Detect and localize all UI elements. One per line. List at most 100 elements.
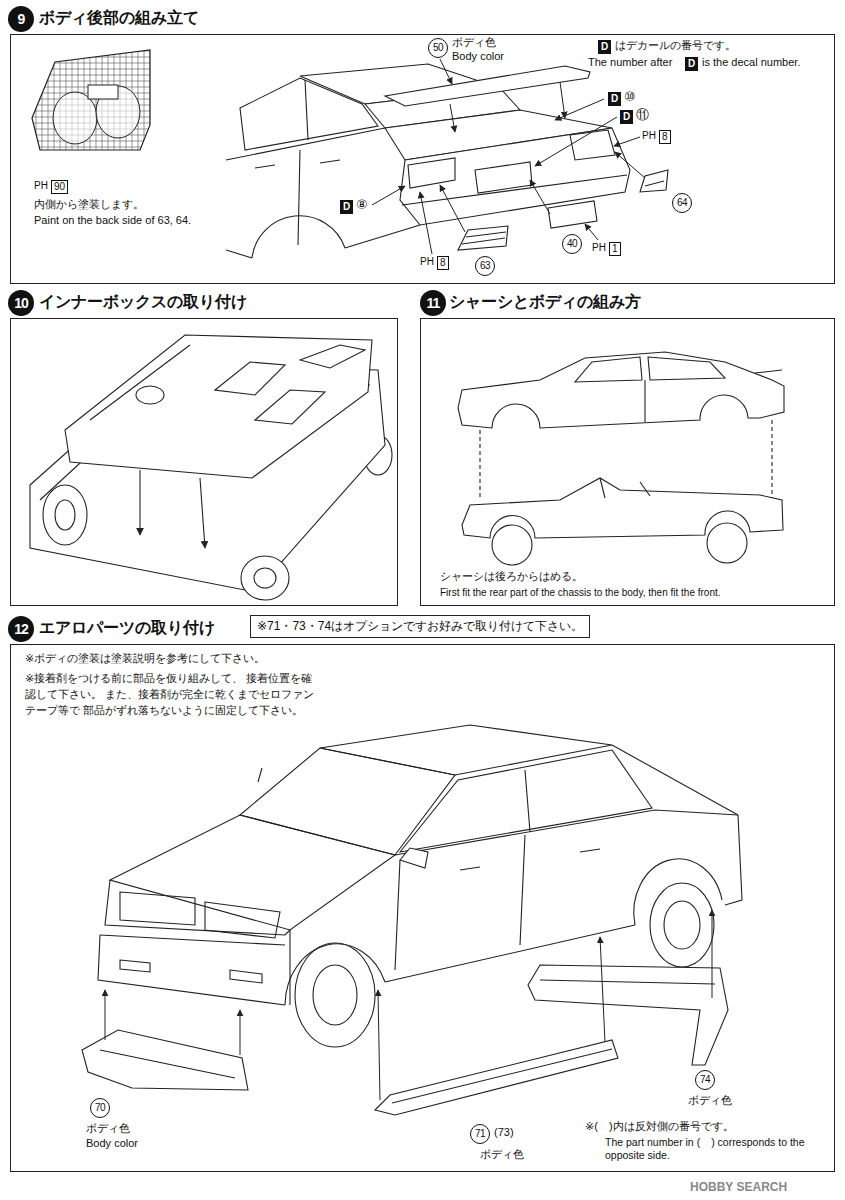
chassis-drawing <box>139 470 140 535</box>
note-text: ※71・73・74はオプションですお好みで取り付けて下さい。 <box>257 618 583 635</box>
car-rear-view <box>305 80 308 140</box>
step-digit: 11 <box>427 295 440 311</box>
car-rear-view <box>345 225 420 248</box>
car-rear-view <box>240 78 378 150</box>
decal-number: ⑪ <box>636 107 649 123</box>
step-number: 9 <box>8 6 34 32</box>
car-rear-view <box>226 250 252 258</box>
car-rear-view <box>548 201 597 228</box>
note-box: ※71・73・74はオプションですお好みで取り付けて下さい。 <box>250 615 590 638</box>
paint-mark: PH <box>420 256 434 269</box>
assembly-arrow <box>615 152 645 178</box>
car-front-view <box>240 748 455 855</box>
car-rear-view <box>645 181 664 186</box>
paint-mark: PH <box>642 130 656 143</box>
taillight-detail <box>54 45 55 155</box>
car-front-view <box>525 770 530 832</box>
chassis-drawing <box>136 386 164 404</box>
taillight-detail <box>28 45 155 46</box>
assembly-arrow <box>372 186 405 205</box>
body-chassis-drawing <box>575 357 642 382</box>
note-text: 内側から塗装します。 <box>34 198 144 212</box>
part-label: はデカールの番号です。 <box>615 39 736 53</box>
car-front-view <box>295 943 375 1047</box>
body-chassis-drawing <box>479 430 480 500</box>
callout-number: 63 <box>475 256 495 276</box>
aero-parts <box>82 1030 248 1090</box>
car-rear-view <box>298 150 300 245</box>
callout-number: 50 <box>428 38 448 58</box>
aero-parts <box>375 1040 618 1115</box>
car-rear-view <box>226 64 668 258</box>
step-digit: 10 <box>14 295 28 311</box>
assembly-arrow <box>555 99 604 120</box>
car-rear-view <box>570 130 615 160</box>
taillight-detail <box>96 45 97 155</box>
taillight-detail <box>30 45 31 155</box>
step-panel: ボディ後部の組み立て <box>10 34 835 284</box>
assembly-arrow <box>535 117 617 166</box>
taillight-detail <box>88 85 118 99</box>
car-rear-view <box>475 162 532 193</box>
taillight-detail <box>48 45 49 155</box>
taillight-detail <box>28 141 155 142</box>
chassis-drawing <box>200 478 205 548</box>
callout-number: 40 <box>562 234 582 254</box>
taillight-detail <box>53 92 97 144</box>
watermark: HOBBY SEARCH <box>690 1180 787 1195</box>
taillight-detail <box>28 63 155 64</box>
car-front-view <box>110 815 395 930</box>
paint-number: 90 <box>51 180 68 194</box>
assembly-arrow <box>585 224 598 240</box>
car-front-view <box>230 970 262 983</box>
car-front-view <box>289 930 290 1005</box>
assembly-arrow <box>378 990 380 1100</box>
step-title: シャーシとボディの組み方 <box>449 292 641 313</box>
taillight-detail <box>28 45 155 155</box>
body-chassis-drawing <box>600 478 650 498</box>
callout-number: 64 <box>672 193 692 213</box>
car-rear-view <box>408 158 455 188</box>
car-front-view <box>100 935 285 945</box>
car-front-view <box>400 848 428 868</box>
body-chassis-drawing <box>458 352 784 565</box>
taillight-detail <box>28 45 155 155</box>
car-rear-view <box>640 170 668 192</box>
note-text: The part number in ( ) corresponds to th… <box>605 1136 820 1162</box>
paint-number: 8 <box>659 130 671 144</box>
body-chassis-drawing <box>755 370 782 373</box>
chassis-drawing <box>55 500 75 530</box>
car-rear-view <box>458 226 508 250</box>
car-front-view <box>395 860 400 970</box>
car-front-view <box>205 902 280 938</box>
chassis-drawing <box>30 335 392 600</box>
assembly-arrow <box>440 59 452 84</box>
car-front-view <box>520 835 525 945</box>
body-chassis-drawing <box>462 478 783 538</box>
step-title: ボディ後部の組み立て <box>39 8 199 29</box>
body-chassis-drawing <box>644 380 645 422</box>
chassis-drawing <box>300 345 365 368</box>
car-front-view <box>400 750 652 852</box>
part-label: ボディ色 <box>688 1094 732 1108</box>
decal-number: ⑩ <box>624 89 636 105</box>
chassis-drawing <box>255 390 325 424</box>
paint-number: 1 <box>609 242 621 256</box>
assembly-arrow <box>420 192 432 254</box>
car-rear-view <box>385 66 590 106</box>
body-chassis-drawing <box>771 420 772 498</box>
car-front-view <box>634 859 722 925</box>
assembly-arrow <box>105 990 106 1040</box>
chassis-drawing <box>254 568 276 588</box>
car-front-view <box>725 815 742 905</box>
step-title: インナーボックスの取り付け <box>39 292 247 313</box>
car-front-view <box>120 960 150 972</box>
callout-number: (73) <box>494 1126 514 1140</box>
decal-mark: D <box>598 40 611 54</box>
chassis-drawing <box>90 345 190 420</box>
car-front-view <box>650 883 714 967</box>
step-title: エアロパーツの取り付け <box>39 618 215 639</box>
note-text: ※ボディの塗装は塗装説明を参考にして下さい。 <box>25 652 265 666</box>
car-rear-view <box>320 160 340 163</box>
